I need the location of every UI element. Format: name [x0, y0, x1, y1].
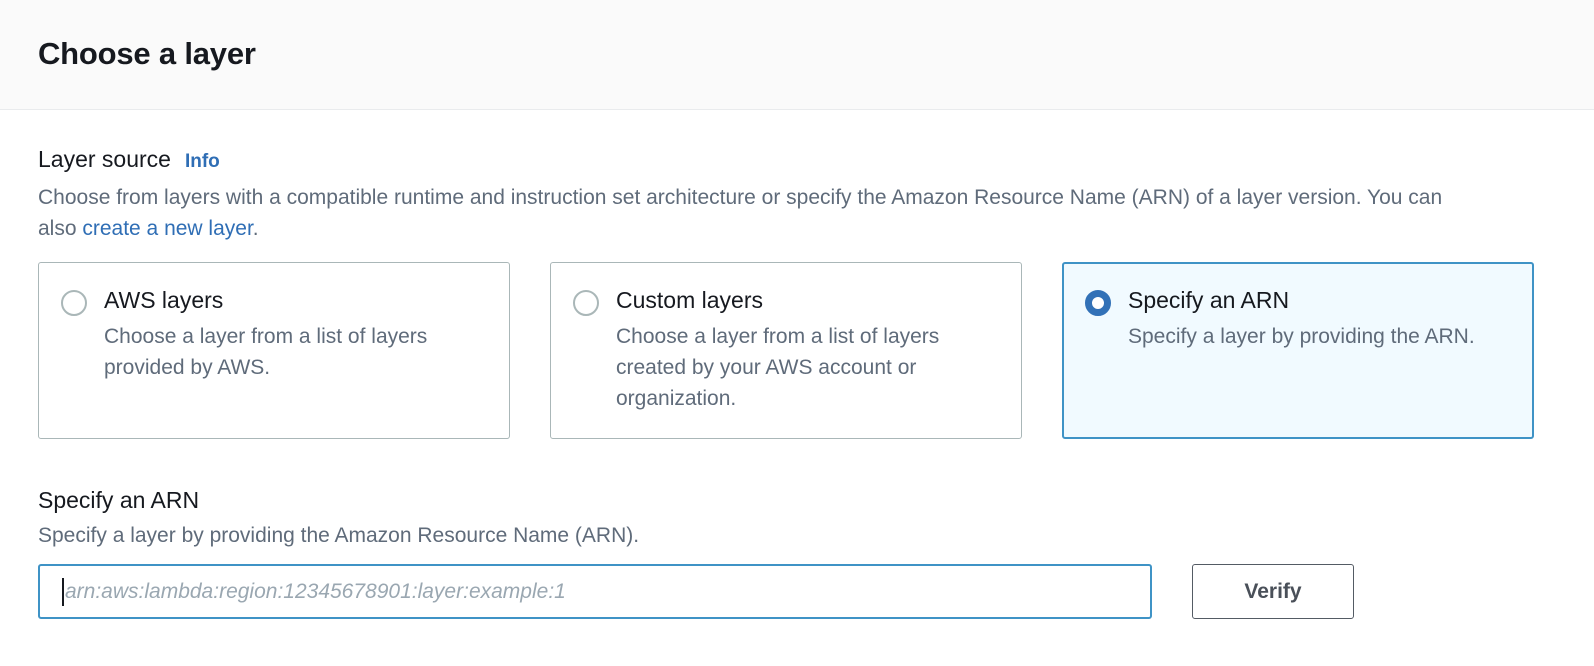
- radio-card-aws-layers-text: AWS layers Choose a layer from a list of…: [104, 285, 487, 438]
- radio-card-custom-layers[interactable]: Custom layers Choose a layer from a list…: [550, 261, 1022, 439]
- radio-card-specify-an-arn-title: Specify an ARN: [1128, 286, 1290, 313]
- radio-card-specify-an-arn-description: Specify a layer by providing the ARN.: [1128, 324, 1475, 348]
- layer-source-label-row: Layer source Info: [38, 146, 1556, 174]
- radio-card-specify-an-arn[interactable]: Specify an ARN Specify a layer by provid…: [1062, 261, 1534, 439]
- radio-icon-aws-layers[interactable]: [61, 289, 87, 316]
- radio-card-aws-layers[interactable]: AWS layers Choose a layer from a list of…: [38, 261, 510, 439]
- page-title: Choose a layer: [38, 36, 256, 72]
- radio-card-aws-layers-title: AWS layers: [104, 286, 224, 313]
- radio-icon-custom-layers[interactable]: [573, 289, 599, 316]
- layer-source-label: Layer source: [38, 146, 171, 172]
- arn-section-description: Specify a layer by providing the Amazon …: [38, 524, 640, 548]
- layer-source-description: Choose from layers with a compatible run…: [38, 182, 1478, 244]
- radio-card-custom-layers-text: Custom layers Choose a layer from a list…: [616, 285, 999, 438]
- radio-card-aws-layers-description: Choose a layer from a list of layers pro…: [104, 324, 428, 379]
- radio-icon-specify-an-arn[interactable]: [1085, 289, 1111, 316]
- arn-input-row: arn:aws:lambda:region:12345678901:layer:…: [38, 564, 1556, 620]
- arn-input[interactable]: arn:aws:lambda:region:12345678901:layer:…: [38, 564, 1152, 620]
- layer-source-options: AWS layers Choose a layer from a list of…: [38, 261, 1556, 439]
- arn-input-placeholder: arn:aws:lambda:region:12345678901:layer:…: [65, 579, 566, 603]
- panel-header: Choose a layer: [0, 0, 1594, 110]
- radio-card-custom-layers-title: Custom layers: [616, 286, 763, 313]
- verify-button[interactable]: Verify: [1192, 564, 1354, 620]
- create-a-new-layer-link[interactable]: create a new layer: [82, 216, 253, 240]
- layer-source-description-text-1: Choose from layers with a compatible run…: [38, 185, 1443, 240]
- radio-card-specify-an-arn-text: Specify an ARN Specify a layer by provid…: [1128, 285, 1511, 437]
- panel-body: Layer source Info Choose from layers wit…: [0, 146, 1594, 620]
- arn-section-title: Specify an ARN: [38, 486, 200, 513]
- radio-card-custom-layers-description: Choose a layer from a list of layers cre…: [616, 324, 940, 410]
- text-caret: [62, 577, 64, 606]
- layer-source-description-text-2: .: [252, 216, 259, 240]
- info-link[interactable]: Info: [184, 151, 220, 172]
